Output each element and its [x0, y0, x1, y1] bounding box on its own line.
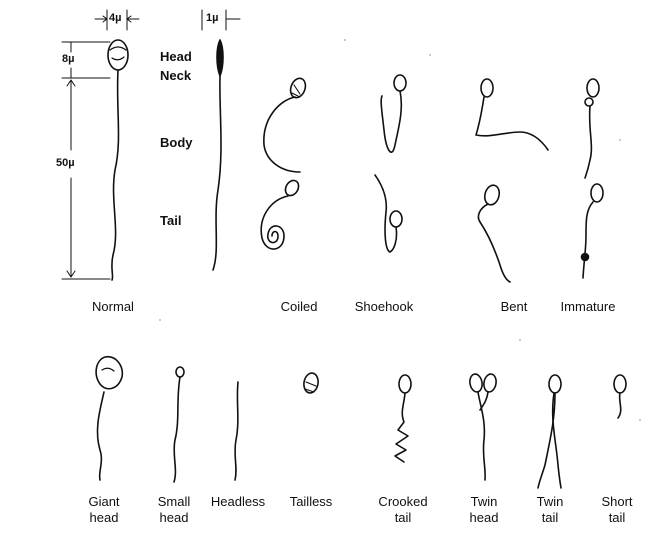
small-head-label-line1: Small — [158, 494, 191, 509]
short-tail-label-line1: Short — [601, 494, 632, 509]
tail-label: Tail — [160, 213, 181, 228]
short-tail-sperm — [614, 375, 626, 418]
giant-head-label-line1: Giant — [88, 494, 119, 509]
bent-sperm — [476, 79, 548, 282]
immature-label: Immature — [561, 299, 616, 314]
tailless-sperm — [302, 372, 319, 394]
normal-label: Normal — [92, 299, 134, 314]
neck-label: Neck — [160, 68, 191, 83]
shoehook-label: Shoehook — [355, 299, 414, 314]
dimension-lines — [62, 10, 240, 279]
total-length-label: 50µ — [56, 157, 75, 169]
head-width-label: 4µ — [109, 12, 121, 24]
side-view-sperm — [213, 40, 223, 270]
coiled-label: Coiled — [281, 299, 318, 314]
twin-tail-sperm — [538, 375, 561, 488]
twin-head-label-line2: head — [470, 510, 499, 525]
body-label: Body — [160, 135, 193, 150]
giant-head-label-line2: head — [90, 510, 119, 525]
giant-head-sperm — [96, 357, 122, 480]
twin-head-label-line1: Twin — [471, 494, 498, 509]
crooked-tail-label-line1: Crooked — [378, 494, 427, 509]
small-head-sperm — [174, 367, 184, 482]
coiled-sperm — [261, 76, 308, 249]
headless-label: Headless — [211, 494, 265, 509]
shoehook-sperm — [375, 75, 406, 252]
normal-sperm — [108, 40, 128, 280]
tailless-label: Tailless — [290, 494, 333, 509]
bent-label: Bent — [501, 299, 528, 314]
scan-specks — [159, 39, 641, 421]
small-head-label-line2: head — [160, 510, 189, 525]
crooked-tail-sperm — [395, 375, 411, 462]
short-tail-label-line2: tail — [609, 510, 626, 525]
twin-tail-label-line2: tail — [542, 510, 559, 525]
crooked-tail-label-line2: tail — [395, 510, 412, 525]
headless-sperm — [235, 382, 238, 480]
neck-width-label: 1µ — [206, 12, 218, 24]
twin-head-sperm — [469, 373, 498, 480]
immature-sperm — [582, 79, 604, 278]
head-length-label: 8µ — [62, 53, 74, 65]
head-label: Head — [160, 49, 192, 64]
twin-tail-label-line1: Twin — [537, 494, 564, 509]
